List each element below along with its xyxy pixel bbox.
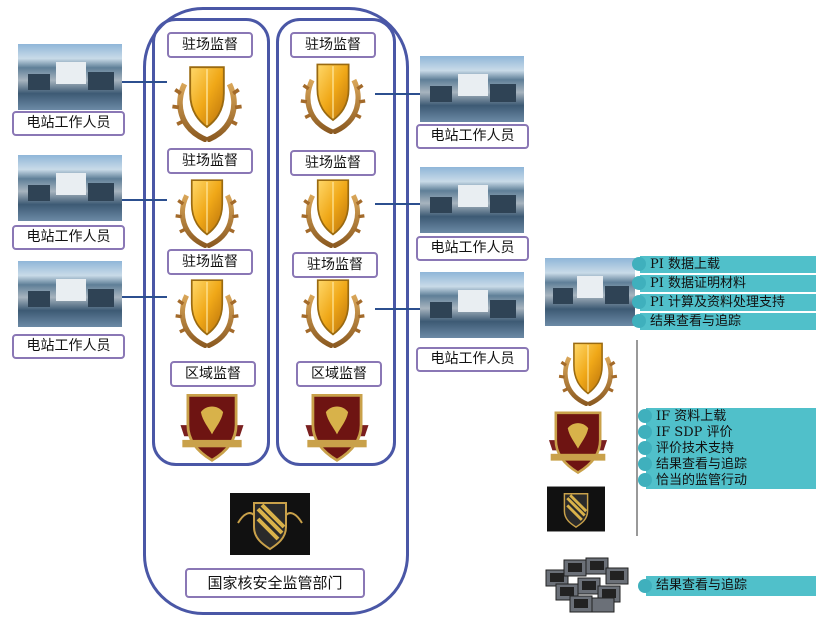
gold-shield-icon (162, 270, 252, 348)
plant-staff-label: 电站工作人员 (416, 236, 529, 261)
bottom-item: 结果查看与追踪 (646, 576, 816, 596)
connector-line (122, 296, 167, 298)
bullet-dot (638, 441, 652, 455)
pi-item: PI 数据证明材料 (640, 275, 816, 292)
bullet-dot (638, 409, 652, 423)
bullet-dot (632, 257, 646, 271)
plant-staff-label: 电站工作人员 (12, 111, 125, 136)
connector-line (122, 81, 167, 83)
power-plant-photo (18, 155, 122, 221)
red-shield-icon (179, 394, 245, 462)
gold-shield-icon (162, 56, 252, 142)
connector-line (375, 93, 420, 95)
power-plant-photo (420, 272, 524, 338)
power-plant-photo (545, 258, 635, 326)
red-shield-icon (547, 411, 609, 474)
gold-shield-icon (162, 170, 252, 248)
if-item: 评价技术支持 (646, 440, 816, 457)
pi-item: 结果查看与追踪 (640, 313, 816, 330)
regional-supervisor-label: 区域监督 (170, 361, 256, 387)
power-plant-photo (18, 44, 122, 110)
monitors-icon (545, 557, 629, 613)
divider-line (636, 340, 638, 536)
if-item: IF SDP 评价 (646, 424, 816, 441)
plant-staff-label: 电站工作人员 (416, 347, 529, 372)
gold-shield-icon (548, 334, 628, 406)
if-item: IF 资料上载 (646, 408, 816, 425)
agency-frame (143, 7, 409, 615)
power-plant-photo (18, 261, 122, 327)
resident-supervisor-label: 驻场监督 (290, 32, 376, 58)
gold-shield-icon (288, 54, 378, 134)
gold-shield-icon (288, 170, 378, 248)
pi-item: PI 数据上载 (640, 256, 816, 273)
right-column-frame (276, 18, 396, 466)
gold-shield-icon (288, 270, 378, 348)
connector-line (375, 308, 420, 310)
plant-staff-label: 电站工作人员 (12, 334, 125, 359)
bullet-dot (632, 314, 646, 328)
regional-supervisor-label: 区域监督 (296, 361, 382, 387)
bullet-dot (638, 579, 652, 593)
red-shield-icon (304, 394, 370, 462)
connector-line (375, 203, 420, 205)
bullet-dot (638, 425, 652, 439)
plant-staff-label: 电站工作人员 (12, 225, 125, 250)
power-plant-photo (420, 56, 524, 122)
bullet-dot (638, 457, 652, 471)
bullet-dot (632, 276, 646, 290)
power-plant-photo (420, 167, 524, 233)
if-item: 恰当的监管行动 (646, 472, 816, 489)
agency-label: 国家核安全监管部门 (185, 568, 365, 598)
plant-staff-label: 电站工作人员 (416, 124, 529, 149)
if-item: 结果查看与追踪 (646, 456, 816, 473)
connector-line (122, 199, 167, 201)
resident-supervisor-label: 驻场监督 (292, 252, 378, 278)
resident-supervisor-label: 驻场监督 (167, 249, 253, 275)
resident-supervisor-label: 驻场监督 (167, 148, 253, 174)
resident-supervisor-label: 驻场监督 (167, 32, 253, 58)
resident-supervisor-label: 驻场监督 (290, 150, 376, 176)
bullet-dot (632, 295, 646, 309)
left-column-frame (152, 18, 270, 466)
agency-emblem-icon (547, 486, 605, 532)
pi-item: PI 计算及资料处理支持 (640, 294, 816, 311)
agency-emblem-icon (230, 493, 310, 555)
bullet-dot (638, 473, 652, 487)
